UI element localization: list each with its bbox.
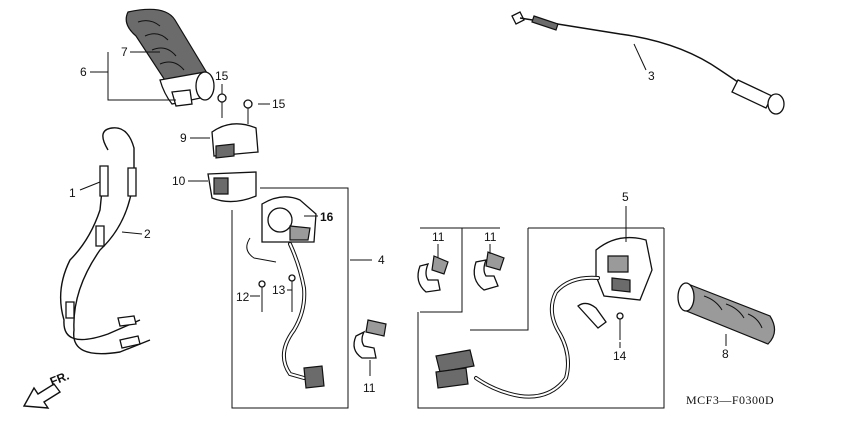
callout-14: 14 <box>613 349 627 363</box>
right-switch-wiring <box>435 275 607 399</box>
clip-box-11a <box>420 227 463 313</box>
screw-12 <box>258 280 266 312</box>
callout-7: 7 <box>121 45 128 59</box>
callout-8: 8 <box>722 347 729 361</box>
leader-lines <box>79 43 727 376</box>
group-box-4 <box>231 187 349 409</box>
screw-15b <box>243 99 253 124</box>
wire-clip-11b <box>473 251 505 291</box>
screw-15a <box>217 93 227 118</box>
wire-clip-11c <box>353 319 387 359</box>
callout-11c: 11 <box>363 381 376 395</box>
throttle-grip <box>125 8 215 107</box>
callout-9: 9 <box>180 131 187 145</box>
clamp-lower <box>207 171 257 203</box>
diagram-code: MCF3—F0300D <box>686 393 774 407</box>
screw-14 <box>616 312 624 340</box>
direction-label: FR. <box>48 369 71 389</box>
callout-15a: 15 <box>215 69 229 83</box>
right-switch-housing <box>595 236 653 301</box>
callout-2: 2 <box>144 227 151 241</box>
left-grip <box>677 282 776 345</box>
callout-15b: 15 <box>272 97 286 111</box>
group-box-5 <box>417 228 665 409</box>
group-box-5-step <box>470 228 529 331</box>
callout-6: 6 <box>80 65 87 79</box>
callout-12: 12 <box>236 290 250 304</box>
callout-13: 13 <box>272 283 286 297</box>
left-switch-housing <box>246 196 317 263</box>
front-direction-arrow: FR. <box>22 369 71 409</box>
callout-11a: 11 <box>432 230 445 244</box>
clamp-upper <box>211 123 259 159</box>
left-switch-wiring <box>282 242 325 389</box>
callout-4: 4 <box>378 253 385 267</box>
throttle-cables <box>59 127 151 355</box>
callout-16: 16 <box>320 210 334 224</box>
callout-10: 10 <box>172 174 186 188</box>
callout-11b: 11 <box>484 230 497 244</box>
wire-clip-11a <box>417 255 449 293</box>
choke-cable <box>511 11 785 115</box>
screw-13 <box>288 274 296 312</box>
callout-5: 5 <box>622 190 629 204</box>
callout-3: 3 <box>648 69 655 83</box>
callout-1: 1 <box>69 186 76 200</box>
